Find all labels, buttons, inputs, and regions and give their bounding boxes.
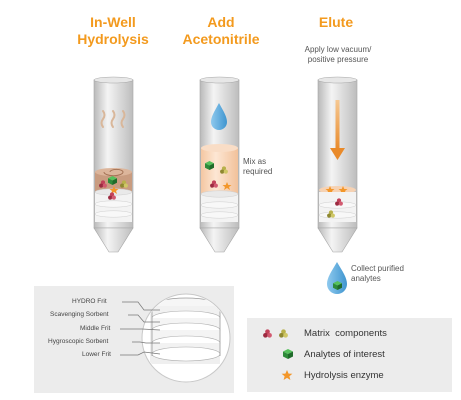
collected-analyte-drop-icon (327, 262, 347, 294)
frit-label-scavenging: Scavenging Sorbent (50, 311, 109, 318)
tube-hydrolysis (93, 76, 134, 253)
vacuum-note-line2: positive pressure (307, 55, 369, 64)
step2-title-line1: Add (207, 14, 235, 30)
mix-note-line1: Mix as (243, 157, 267, 166)
frit-label-hygroscopic: Hygroscopic Sorbent (48, 338, 109, 345)
legend-matrix-label: Matrix components (304, 328, 387, 339)
heat-waves-icon (100, 110, 126, 128)
step1-title-line2: Hydrolysis (77, 31, 149, 47)
tube-acetonitrile (199, 76, 240, 253)
step1-title-line1: In-Well (90, 14, 136, 30)
frit-label-hydro: HYDRO Frit (72, 298, 107, 305)
acetonitrile-drop-icon (211, 103, 227, 130)
step1-title: In-Well Hydrolysis (73, 14, 153, 48)
vacuum-note: Apply low vacuum/ positive pressure (290, 45, 386, 65)
frit-detail-graphic (34, 286, 234, 393)
step2-title: Add Acetonitrile (176, 14, 266, 48)
collect-note-line2: analytes (351, 274, 381, 283)
legend-graphic (247, 318, 452, 392)
orange-star-icon (281, 370, 293, 380)
mix-note: Mix as required (243, 157, 293, 177)
mix-note-line2: required (243, 167, 273, 176)
legend-enzyme-label: Hydrolysis enzyme (304, 370, 384, 381)
frit-label-middle: Middle Frit (80, 325, 111, 332)
collect-note: Collect purified analytes (351, 264, 431, 284)
down-arrow-icon (330, 100, 345, 160)
frit-label-lower: Lower Frit (82, 351, 111, 358)
step3-title-line1: Elute (318, 14, 354, 30)
vacuum-note-line1: Apply low vacuum/ (304, 45, 372, 54)
tube-elute (317, 76, 358, 253)
collect-note-line1: Collect purified (351, 264, 404, 273)
step3-title: Elute (306, 14, 366, 31)
legend-analytes-label: Analytes of interest (304, 349, 385, 360)
step2-title-line2: Acetonitrile (182, 31, 260, 47)
